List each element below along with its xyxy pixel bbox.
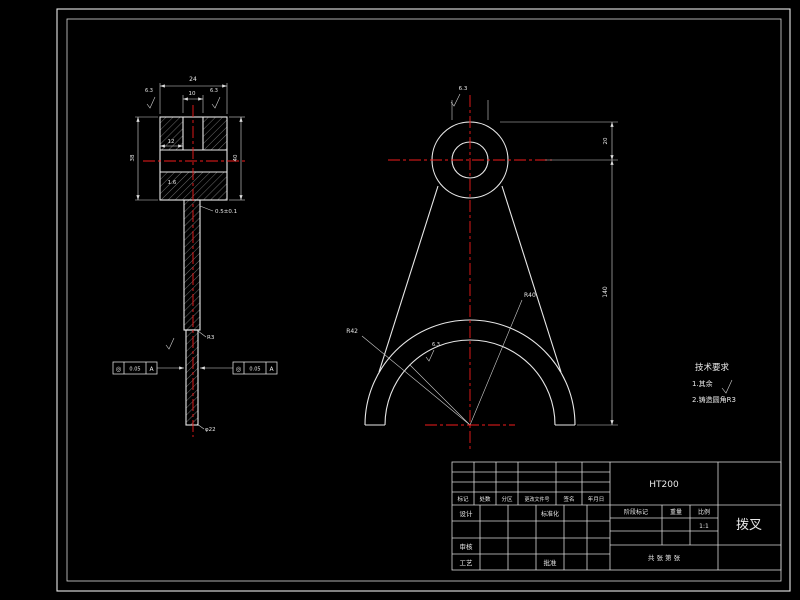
roughness-icon <box>450 93 461 107</box>
technical-requirements: 技术要求 1.其余 2.铸造圆角R3 <box>692 362 736 404</box>
title-block: HT200 拨叉 标记 处数 分区 更改文件号 签名 年月日 设计 标准化 审核… <box>451 461 782 571</box>
tech-req-title: 技术要求 <box>695 362 730 373</box>
dim-fillet: R3 <box>207 335 215 341</box>
rough-top-right: 6.3 <box>210 88 218 94</box>
fork-inner-arc <box>384 339 556 426</box>
dim-r-inner: R40 <box>524 292 536 299</box>
tol-datum: A <box>269 366 274 373</box>
outer-border <box>56 8 791 592</box>
roughness-icon <box>165 337 175 350</box>
tol-symbol: ◎ <box>236 365 242 373</box>
rev-header-docno: 更改文件号 <box>524 496 549 503</box>
role-standardize: 标准化 <box>541 510 559 518</box>
info-header-stage: 阶段标记 <box>624 508 648 516</box>
tolerance-frame-right: ◎ 0.05 A <box>200 361 278 375</box>
tech-req-item1: 1.其余 <box>692 379 713 388</box>
role-design: 设计 <box>460 509 474 518</box>
dim-height-right: 40 <box>233 154 239 161</box>
dim-width-top: 24 <box>189 76 197 83</box>
dim-top: 20 <box>603 137 609 144</box>
rough-arc: 6.3 <box>432 342 440 348</box>
role-process: 工艺 <box>460 559 474 567</box>
tol-symbol: ◎ <box>116 365 122 373</box>
sheet-info: 共 张 第 张 <box>648 553 681 562</box>
tolerance-frame-left: ◎ 0.05 A <box>112 361 184 375</box>
tol-value: 0.05 <box>249 367 260 373</box>
rev-header-mark: 标记 <box>457 495 469 503</box>
roughness-icon <box>211 96 221 109</box>
drawing-frame <box>56 8 791 592</box>
side-view-dimensions: 24 10 6.3 6.3 12 1.6 38 40 0.5±0.1 R3 <box>130 76 245 433</box>
tech-req-item2: 2.铸造圆角R3 <box>692 395 736 404</box>
role-check: 审核 <box>460 542 474 551</box>
rev-header-zone: 分区 <box>501 495 513 503</box>
rough-top: 6.3 <box>459 86 468 92</box>
roughness-icon <box>721 379 733 394</box>
rev-header-count: 处数 <box>479 495 491 503</box>
dim-height-left: 38 <box>130 154 136 161</box>
info-header-weight: 重量 <box>670 508 682 516</box>
dim-slot: 12 <box>168 139 175 145</box>
roughness-icon <box>425 349 435 362</box>
dim-hole: 10 <box>189 91 196 97</box>
front-view-linework <box>361 95 576 452</box>
inner-border <box>66 18 782 582</box>
dim-r-outer: R42 <box>346 328 358 335</box>
front-view-dimensions: 6.3 R40 R42 6.3 20 140 <box>346 86 618 426</box>
rough-top-left: 6.3 <box>145 88 153 94</box>
dim-shaft-bottom: φ22 <box>205 427 216 433</box>
info-header-scale: 比例 <box>698 508 710 516</box>
dim-chamfer: 1.6 <box>168 180 177 186</box>
side-view-linework <box>143 105 247 437</box>
tol-value: 0.05 <box>129 367 140 373</box>
dim-step: 0.5±0.1 <box>215 209 237 215</box>
rev-header-date: 年月日 <box>588 495 605 503</box>
roughness-icon <box>146 96 156 109</box>
material-label: HT200 <box>649 480 679 490</box>
role-approve: 批准 <box>544 558 558 567</box>
scale-value: 1:1 <box>699 523 709 530</box>
tol-datum: A <box>149 366 154 373</box>
dim-height: 140 <box>602 286 609 298</box>
rev-header-sign: 签名 <box>563 495 574 503</box>
part-name: 拨叉 <box>736 518 762 533</box>
